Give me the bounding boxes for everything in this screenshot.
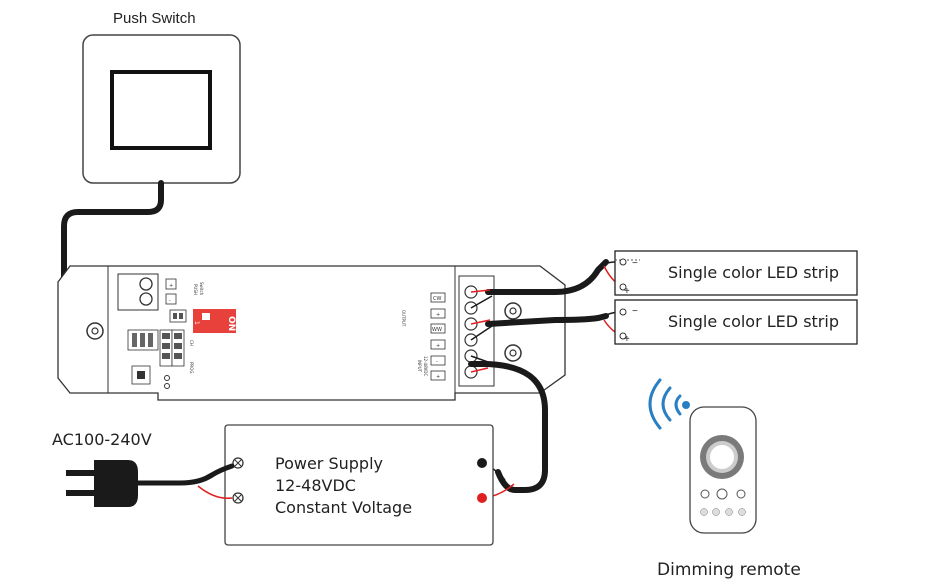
push-switch (82, 34, 241, 184)
input-label: INPUT (417, 360, 422, 373)
switch-minus-sign: - (169, 298, 171, 304)
switch-label: Switch (199, 282, 204, 296)
prog-led (164, 375, 170, 381)
dip-on-label: ON (226, 316, 236, 331)
out-plus-1: + (436, 312, 440, 318)
led-strip-1: − + Single color LED strip (614, 250, 858, 297)
output-label: OUTPUT (401, 310, 406, 327)
psu-label-line2: 12-48VDC (275, 476, 356, 495)
led-strip-2: − + Single color LED strip (614, 299, 858, 345)
power-supply: Power Supply 12-48VDC Constant Voltage (224, 424, 494, 546)
out-plus-2: + (436, 343, 440, 349)
strip-1-label: Single color LED strip (668, 263, 839, 282)
switch-terminal-2 (139, 292, 153, 306)
dimming-remote (648, 378, 757, 534)
small-dip-switch (169, 309, 187, 323)
remote-button-right (736, 489, 746, 499)
remote-button-left (700, 489, 710, 499)
psu-label-line1: Power Supply (275, 454, 383, 473)
strip-1-plus: + (624, 286, 630, 297)
wireless-signal-icon (648, 378, 682, 430)
switch-plus-sign: + (169, 283, 173, 289)
out-cw: CW (433, 296, 441, 302)
remote-power-button (716, 488, 728, 500)
dip-num: 1 (193, 321, 200, 325)
strip-2-label: Single color LED strip (668, 312, 839, 331)
led-controller: + - Switch PUSH 1 ON CH PROG (57, 265, 566, 401)
in-plus: + (436, 374, 440, 380)
ac-input-label: AC100-240V (52, 430, 152, 449)
psu-dc-plus (477, 493, 487, 503)
remote-label: Dimming remote (657, 560, 801, 580)
strip-1-minus: − (632, 258, 638, 269)
push-switch-label: Push Switch (113, 10, 196, 27)
ac-plug (66, 460, 235, 507)
input-voltage: 12-48VDC (423, 356, 428, 376)
strip-2-plus: + (624, 334, 630, 345)
push-label: PUSH (193, 284, 198, 295)
ch-label: CH (189, 340, 194, 346)
dip-switch: 1 ON (193, 309, 236, 333)
prog-label: PROG (189, 362, 194, 373)
psu-label-line3: Constant Voltage (275, 498, 412, 517)
psu-dc-minus (477, 458, 487, 468)
strip-2-minus: − (632, 306, 638, 317)
out-ww: WW (432, 327, 442, 333)
switch-terminal-1 (139, 277, 153, 291)
in-minus: - (436, 359, 438, 365)
